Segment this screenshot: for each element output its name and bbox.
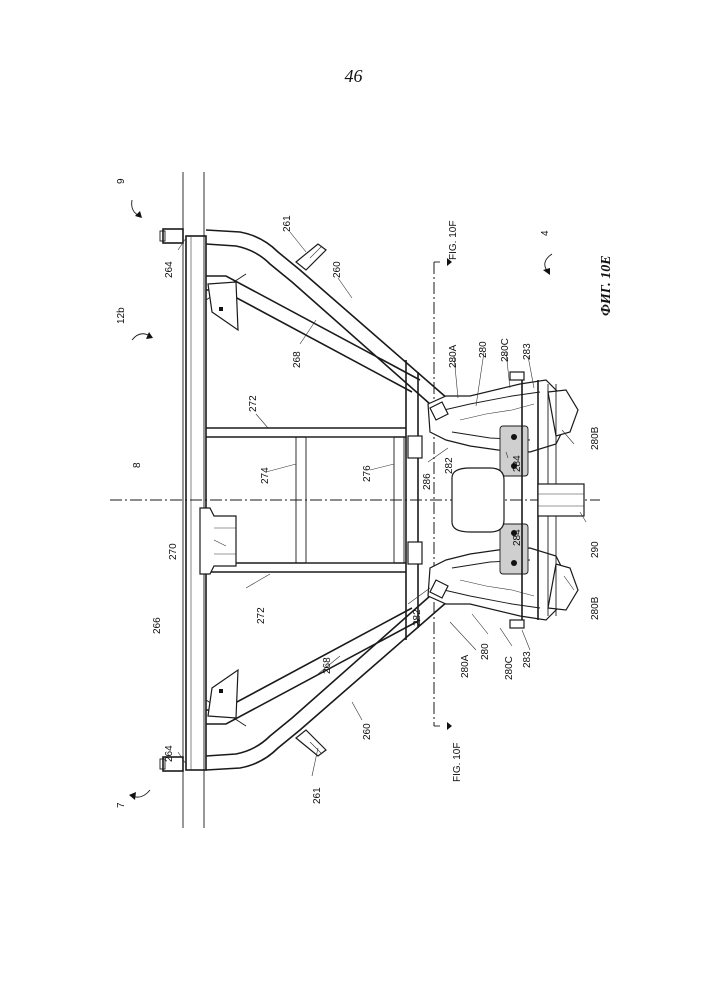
- section-label-bottom: FIG. 10F: [452, 743, 463, 782]
- label-284-bottom: 284: [512, 529, 523, 546]
- diagonal-brace-268-bottom: [206, 608, 420, 726]
- suspension-280-bottom: [428, 524, 578, 620]
- label-274: 274: [260, 467, 271, 484]
- label-283-bottom: 283: [522, 651, 533, 668]
- label-283-top: 283: [522, 343, 533, 360]
- label-261-bottom: 261: [312, 787, 323, 804]
- label-260-top: 260: [332, 261, 343, 278]
- label-282-top: 282: [444, 457, 455, 474]
- label-272-bottom: 272: [256, 607, 267, 624]
- diagonal-brace-268-top: [206, 274, 420, 392]
- label-7: 7: [116, 802, 127, 808]
- label-280A-top: 280A: [448, 344, 459, 368]
- label-264-bottom: 264: [164, 745, 175, 762]
- label-280B-bottom: 280B: [590, 596, 601, 620]
- section-line-10F: [434, 258, 452, 730]
- figure-caption: ФИГ. 10Е: [599, 255, 614, 316]
- central-opening: [452, 468, 504, 532]
- label-261-top: 261: [282, 215, 293, 232]
- label-286: 286: [422, 473, 433, 490]
- leader-lines: [178, 232, 586, 776]
- label-280A-bottom: 280A: [460, 654, 471, 678]
- label-8: 8: [132, 462, 143, 468]
- label-280-top: 280: [478, 341, 489, 358]
- label-280C-bottom: 280C: [504, 656, 515, 680]
- label-280-bottom: 280: [480, 643, 491, 660]
- label-9: 9: [116, 178, 127, 184]
- hitch-270: [200, 508, 236, 574]
- section-label-top: FIG. 10F: [448, 221, 459, 260]
- gusset-261-top: [296, 244, 326, 270]
- label-272-top: 272: [248, 395, 259, 412]
- label-276: 276: [362, 465, 373, 482]
- side-tube-260-bottom: [206, 568, 470, 770]
- label-266: 266: [152, 617, 163, 634]
- side-tube-260-top: [206, 230, 470, 432]
- label-264-top: 264: [164, 261, 175, 278]
- label-284-top: 284: [512, 455, 523, 472]
- label-280C-top: 280C: [500, 338, 511, 362]
- label-4: 4: [540, 230, 551, 236]
- label-12b: 12b: [116, 307, 127, 324]
- end-bracket-264-top: [160, 229, 183, 243]
- label-280B-top: 280B: [590, 426, 601, 450]
- cross-member-266: [186, 236, 206, 770]
- label-268-top: 268: [292, 351, 303, 368]
- label-290: 290: [590, 541, 601, 558]
- gusset-261-bottom: [296, 730, 326, 756]
- label-268-bottom: 268: [322, 657, 333, 674]
- label-260-bottom: 260: [362, 723, 373, 740]
- label-282-bottom: 282: [412, 609, 423, 626]
- label-270: 270: [168, 543, 179, 560]
